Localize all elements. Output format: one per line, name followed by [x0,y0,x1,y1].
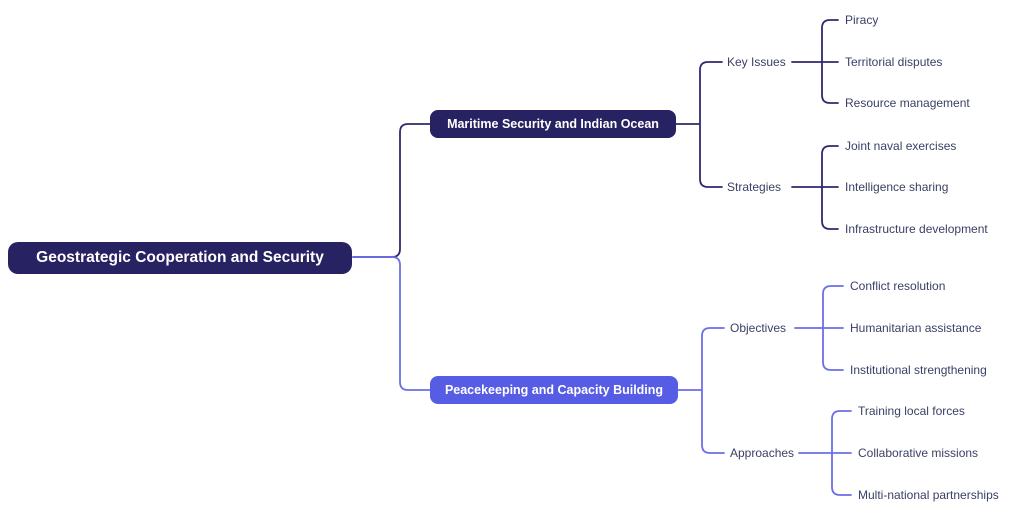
link-peacekeeping-to-groups [677,327,725,454]
node-intelligence-sharing[interactable]: Intelligence sharing [845,180,949,194]
node-collaborative-missions[interactable]: Collaborative missions [858,446,979,460]
node-multi-national-partnerships[interactable]: Multi-national partnerships [858,488,999,502]
node-territorial-disputes[interactable]: Territorial disputes [845,55,943,69]
node-maritime-security[interactable]: Maritime Security and Indian Ocean [430,110,676,138]
link-maritime-to-groups [675,61,723,188]
link-root-to-maritime [352,123,431,258]
node-conflict-resolution[interactable]: Conflict resolution [850,279,946,293]
node-approaches[interactable]: Approaches [730,446,795,460]
node-root[interactable]: Geostrategic Cooperation and Security [8,242,352,274]
node-peacekeeping[interactable]: Peacekeeping and Capacity Building [430,376,678,404]
node-key-issues[interactable]: Key Issues [727,55,786,69]
node-objectives[interactable]: Objectives [730,321,787,335]
link-objectives-children [794,285,844,371]
node-joint-naval-exercises[interactable]: Joint naval exercises [845,139,957,153]
link-approaches-children [798,410,852,496]
link-root-to-peacekeeping [352,256,431,391]
node-institutional-strengthening[interactable]: Institutional strengthening [850,363,987,377]
link-strategies-children [791,145,839,230]
node-training-local-forces[interactable]: Training local forces [858,404,965,418]
node-strategies[interactable]: Strategies [727,180,782,194]
link-key-issues-children [791,19,839,104]
node-infrastructure-development[interactable]: Infrastructure development [845,222,988,236]
node-resource-management[interactable]: Resource management [845,96,970,110]
node-humanitarian-assistance[interactable]: Humanitarian assistance [850,321,982,335]
node-piracy[interactable]: Piracy [845,13,879,27]
